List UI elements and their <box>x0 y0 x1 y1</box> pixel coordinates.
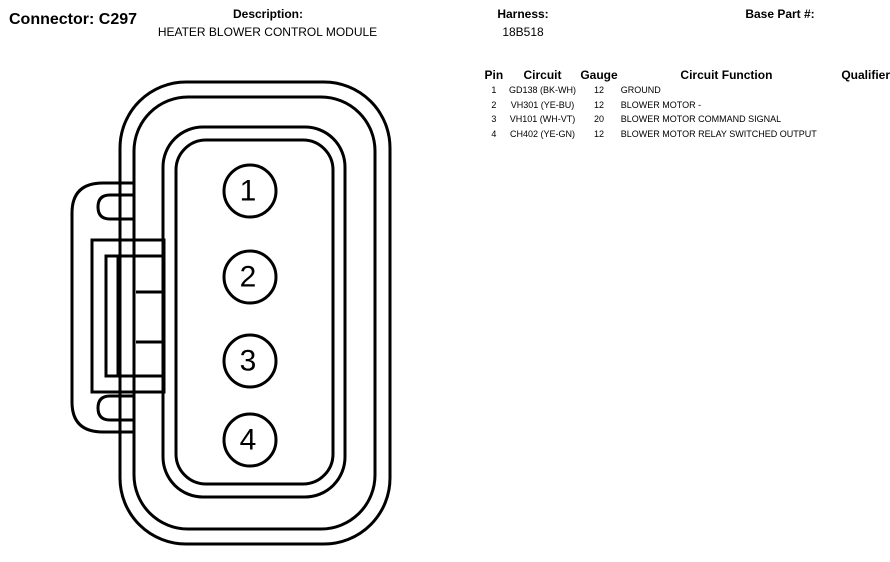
header-gauge: Gauge <box>580 68 618 82</box>
connector-title: Connector: C297 <box>9 11 137 29</box>
pin-table-header: Pin Circuit Gauge Circuit Function Quali… <box>482 68 890 83</box>
header-function: Circuit Function <box>680 68 773 82</box>
cell-function: BLOWER MOTOR COMMAND SIGNAL <box>620 114 782 124</box>
pin-1-circle <box>222 163 278 219</box>
cell-pin: 2 <box>491 99 497 110</box>
pin-2-circle <box>222 249 278 305</box>
header-circuit: Circuit <box>523 68 562 82</box>
cell-circuit: GD138 (BK-WH) <box>509 85 577 95</box>
base-part-label: Base Part #: <box>745 7 815 21</box>
cell-pin: 4 <box>491 128 497 139</box>
cell-function: GROUND <box>620 85 661 95</box>
table-row: 1 GD138 (BK-WH) 12 GROUND <box>482 83 890 98</box>
latch-slot <box>116 254 166 378</box>
harness-value: 18B518 <box>502 25 544 39</box>
connector-id: C297 <box>98 11 138 28</box>
cell-gauge: 20 <box>593 114 604 124</box>
cell-circuit: VH301 (YE-BU) <box>510 99 575 110</box>
housing-outer-outline <box>118 80 392 546</box>
connector-label: Connector: <box>9 11 95 28</box>
pin-3-label: 3 <box>240 345 257 378</box>
header-qualifier: Qualifier <box>841 68 890 82</box>
table-row: 4 CH402 (YE-GN) 12 BLOWER MOTOR RELAY SW… <box>482 127 890 142</box>
description-value: HEATER BLOWER CONTROL MODULE <box>157 25 378 39</box>
pin-table: Pin Circuit Gauge Circuit Function Quali… <box>482 68 890 141</box>
cell-gauge: 12 <box>593 85 604 95</box>
latch-top-hook <box>96 193 134 221</box>
cell-pin: 1 <box>491 85 497 95</box>
latch-bar-outer <box>90 238 166 394</box>
cell-circuit: VH101 (WH-VT) <box>509 114 576 124</box>
harness-label: Harness: <box>497 7 549 21</box>
housing-inner-outline <box>132 95 377 531</box>
latch-bottom-hook <box>96 394 134 422</box>
cell-pin: 3 <box>491 114 497 124</box>
pin-4-label: 4 <box>240 424 257 457</box>
cell-gauge: 12 <box>593 99 604 110</box>
pin-3-circle <box>222 333 278 389</box>
latch-outer-outline <box>70 181 134 434</box>
cell-circuit: CH402 (YE-GN) <box>510 128 576 139</box>
header-pin: Pin <box>484 68 504 82</box>
description-label: Description: <box>232 7 303 21</box>
cell-function: BLOWER MOTOR RELAY SWITCHED OUTPUT <box>620 128 817 139</box>
cell-function: BLOWER MOTOR - <box>620 99 702 110</box>
cavity-inner-outline <box>174 138 335 486</box>
table-row: 2 VH301 (YE-BU) 12 BLOWER MOTOR - <box>482 98 890 113</box>
pin-2-label: 2 <box>240 261 257 294</box>
pin-1-label: 1 <box>240 175 257 208</box>
cell-gauge: 12 <box>593 128 604 139</box>
table-row: 3 VH101 (WH-VT) 20 BLOWER MOTOR COMMAND … <box>482 112 890 127</box>
pin-4-circle <box>222 412 278 468</box>
